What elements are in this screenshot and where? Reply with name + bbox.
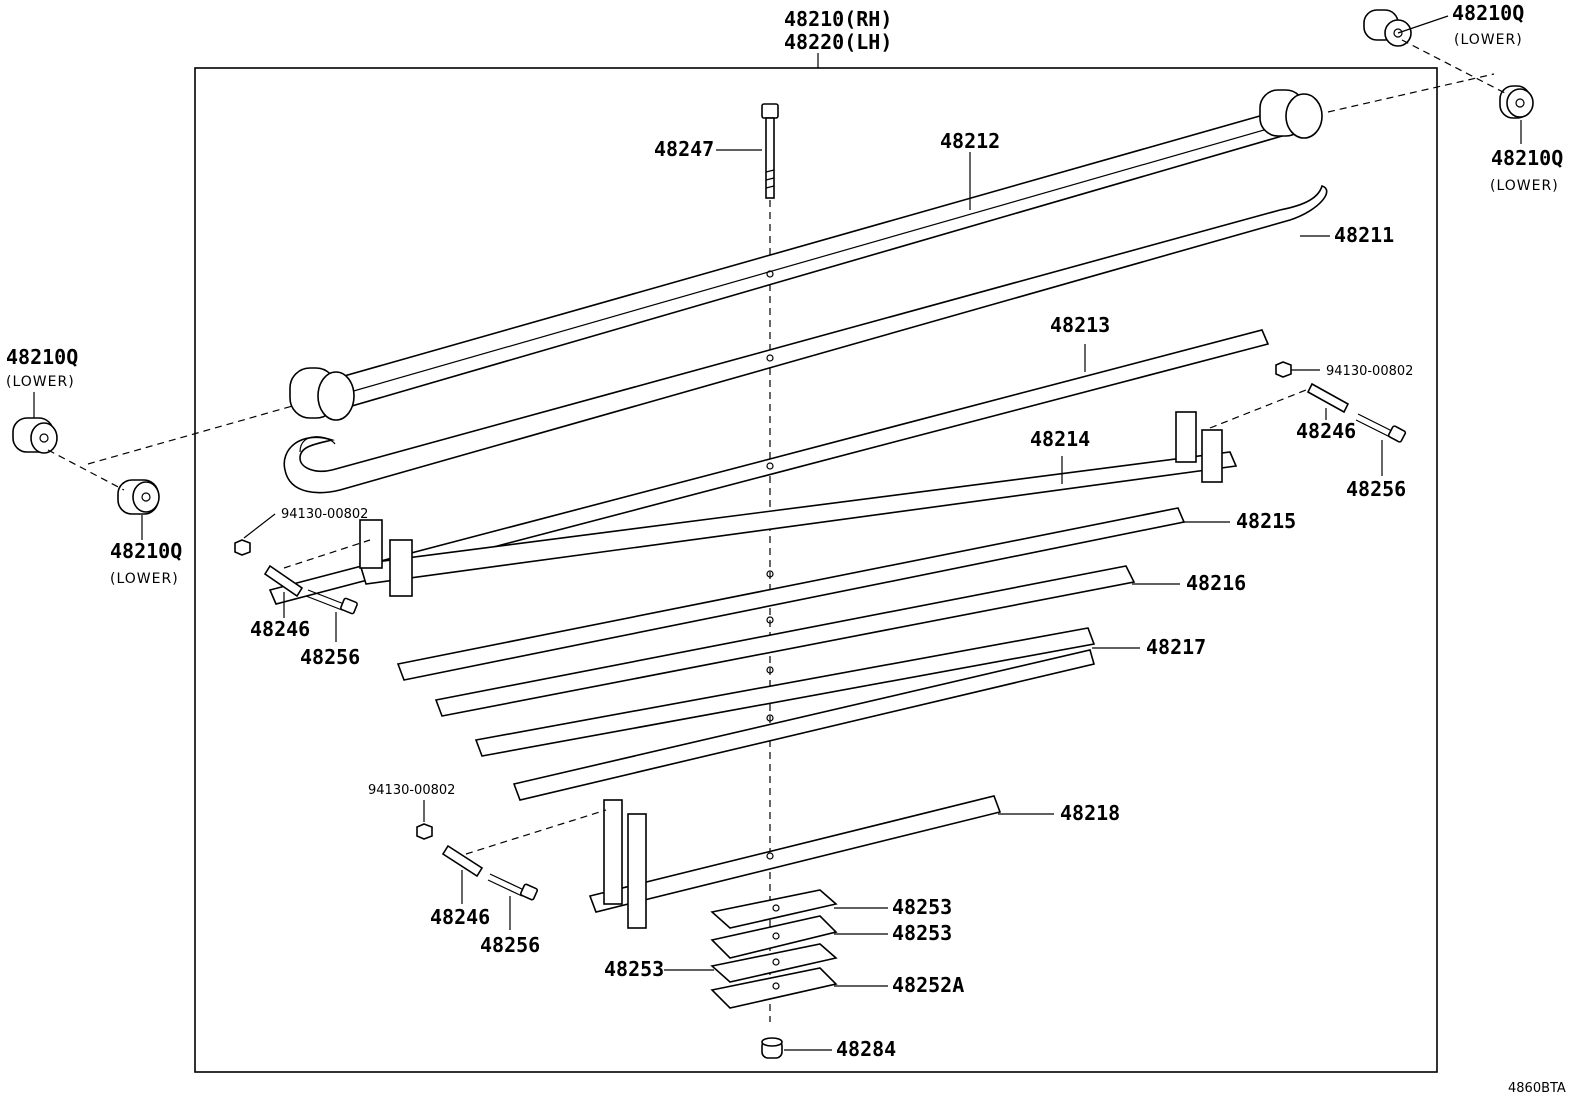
- bushing-left-1-label[interactable]: 48210Q: [6, 345, 78, 369]
- leaf-48217-label[interactable]: 48217: [1146, 635, 1206, 659]
- bolt-bottom-left-label[interactable]: 48256: [480, 933, 540, 957]
- pad-3[interactable]: [710, 943, 838, 983]
- bolt-right[interactable]: [1355, 413, 1407, 443]
- diagram-code: 4860BTA: [1508, 1081, 1566, 1096]
- bushing-top-right-2-sub: (LOWER): [1490, 178, 1559, 194]
- bushing-top-right-2-label[interactable]: 48210Q: [1491, 146, 1563, 170]
- pin-left[interactable]: [263, 564, 304, 598]
- leaf-48213-label[interactable]: 48213: [1050, 313, 1110, 337]
- diagram-frame: [194, 67, 1438, 1073]
- pad-4[interactable]: [710, 967, 838, 1009]
- pin-right-label[interactable]: 48246: [1296, 419, 1356, 443]
- leaf-48217[interactable]: [474, 627, 1096, 801]
- nut-left[interactable]: [234, 539, 251, 556]
- leaf-48214-label[interactable]: 48214: [1030, 427, 1090, 451]
- assembly-label-lh[interactable]: 48220(LH): [784, 30, 892, 54]
- bolt-bottom-left[interactable]: [487, 873, 538, 901]
- bolt-right-label[interactable]: 48256: [1346, 477, 1406, 501]
- bolt-left[interactable]: [305, 589, 358, 615]
- bolt-left-label[interactable]: 48256: [300, 645, 360, 669]
- bushing-left-2-sub: (LOWER): [110, 571, 179, 587]
- leaf-48213[interactable]: [268, 329, 1270, 605]
- bushing-top-right-2[interactable]: [1499, 85, 1534, 119]
- nut-48284[interactable]: [761, 1037, 783, 1059]
- main-leaf-48212[interactable]: [289, 89, 1323, 421]
- leaf-48216-label[interactable]: 48216: [1186, 571, 1246, 595]
- pin-right[interactable]: [1306, 382, 1350, 414]
- bushing-top-right-1-label[interactable]: 48210Q: [1452, 1, 1524, 25]
- pin-left-label[interactable]: 48246: [250, 617, 310, 641]
- main-leaf-label[interactable]: 48212: [940, 129, 1000, 153]
- assembly-label-rh[interactable]: 48210(RH): [784, 7, 892, 31]
- leaf-48216[interactable]: [434, 565, 1136, 717]
- bushing-left-2[interactable]: [117, 479, 160, 515]
- pad-4-label[interactable]: 48252A: [892, 973, 964, 997]
- bushing-left-1[interactable]: [12, 417, 58, 454]
- pad-2-label[interactable]: 48253: [892, 921, 952, 945]
- center-bolt-48247[interactable]: [761, 103, 779, 199]
- bushing-left-2-label[interactable]: 48210Q: [110, 539, 182, 563]
- pin-bottom-left-label[interactable]: 48246: [430, 905, 490, 929]
- leaf-48215-label[interactable]: 48215: [1236, 509, 1296, 533]
- nut-bottom-left-label[interactable]: 94130-00802: [368, 783, 455, 798]
- center-bolt-label[interactable]: 48247: [654, 137, 714, 161]
- nut-48284-label[interactable]: 48284: [836, 1037, 896, 1061]
- second-leaf-label[interactable]: 48211: [1334, 223, 1394, 247]
- second-leaf-48211[interactable]: [283, 184, 1328, 494]
- pad-1[interactable]: [710, 889, 838, 929]
- leaf-48218-label[interactable]: 48218: [1060, 801, 1120, 825]
- pad-2[interactable]: [710, 915, 838, 959]
- bushing-top-right-1-sub: (LOWER): [1454, 32, 1523, 48]
- bushing-left-1-sub: (LOWER): [6, 374, 75, 390]
- pad-1-label[interactable]: 48253: [892, 895, 952, 919]
- nut-left-label[interactable]: 94130-00802: [281, 507, 368, 522]
- leaf-48214[interactable]: [358, 411, 1238, 597]
- nut-right-label[interactable]: 94130-00802: [1326, 364, 1413, 379]
- leaf-48218[interactable]: [588, 795, 1002, 929]
- nut-bottom-left[interactable]: [416, 823, 433, 840]
- pin-bottom-left[interactable]: [441, 844, 484, 878]
- nut-right[interactable]: [1275, 361, 1292, 378]
- pad-3-label[interactable]: 48253: [604, 957, 664, 981]
